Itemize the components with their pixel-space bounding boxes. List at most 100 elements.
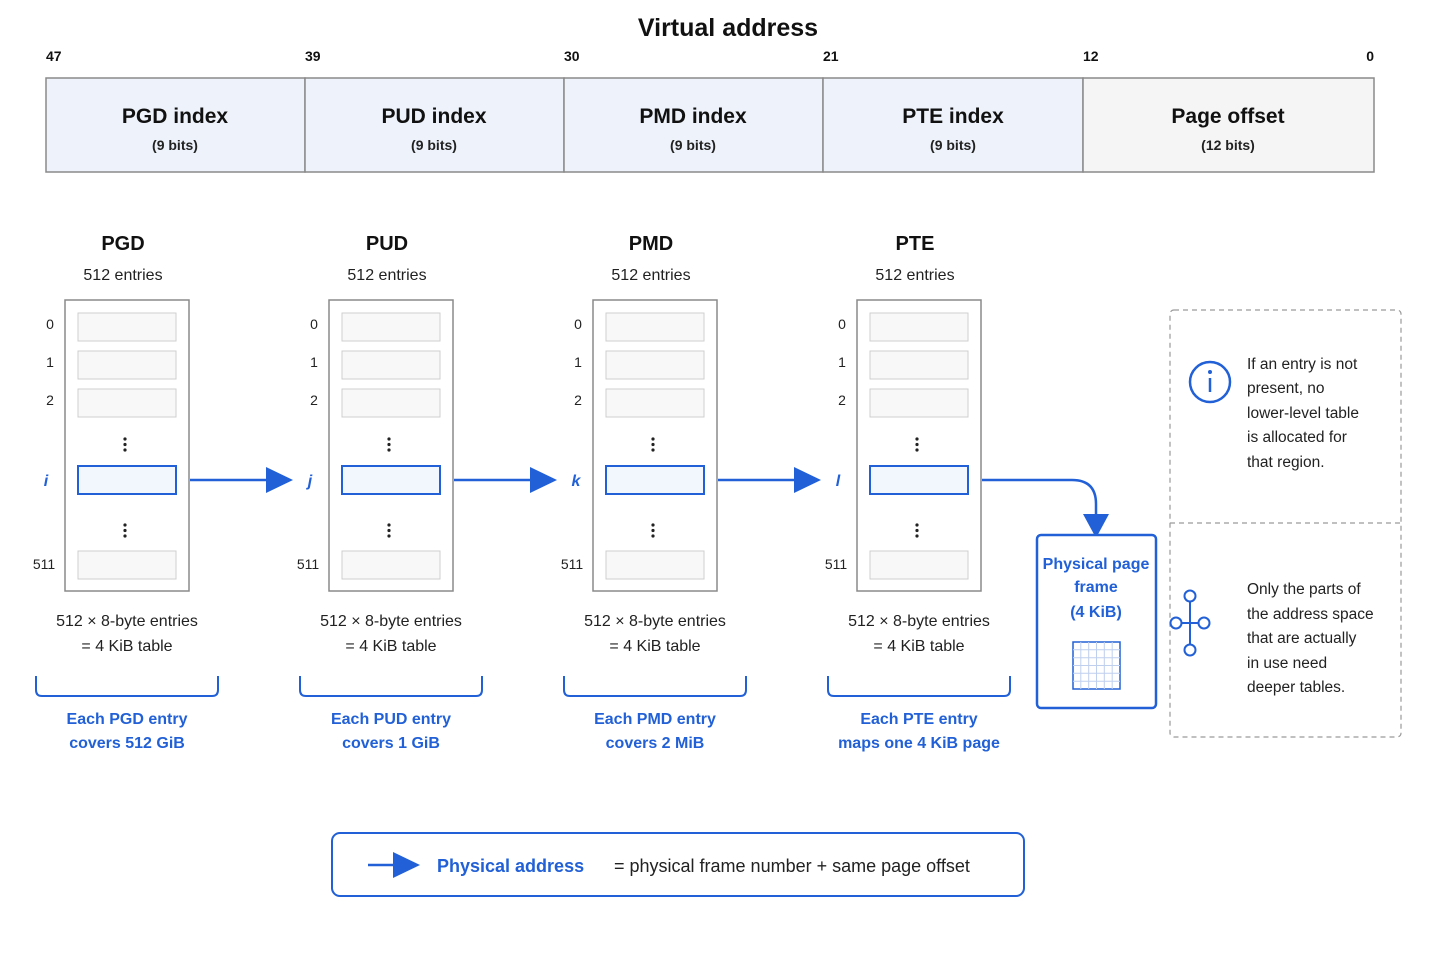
note-line: the address space (1247, 606, 1374, 623)
table-entry-slot (605, 550, 705, 580)
legend-text: = physical frame number + same page offs… (614, 856, 970, 876)
note-line: that region. (1247, 454, 1325, 471)
table-size-line: = 4 KiB table (873, 638, 964, 655)
note-line: present, no (1247, 380, 1325, 397)
table-entry-slot (605, 388, 705, 418)
arrow-pte-to-frame (982, 478, 1098, 516)
bit-position-label: 0 (1366, 48, 1374, 64)
table-entry-selected (869, 465, 969, 495)
field-pte-index (822, 77, 1084, 173)
table-entry-slot (341, 350, 441, 380)
table-entries: 512 entries (875, 267, 954, 284)
virtual-address-bar: PGD index (9 bits) PUD index (9 bits) PM… (45, 77, 1375, 173)
row-label: 2 (46, 392, 54, 408)
table-size-line: = 4 KiB table (609, 638, 700, 655)
page-grid-icon (1072, 641, 1121, 690)
row-label: 1 (310, 354, 318, 370)
table-frame (856, 299, 982, 592)
table-entry-slot (77, 350, 177, 380)
row-label: 0 (46, 316, 54, 332)
note-line: that are actually (1247, 630, 1357, 647)
table-pte: PTE 512 entries 0 1 2 l 511 512 × 8-byte… (825, 233, 1011, 752)
arrowhead-icon (794, 467, 821, 493)
table-size-line: 512 × 8-byte entries (56, 613, 198, 630)
bit-position-label: 30 (564, 48, 580, 64)
coverage-line: Each PUD entry (331, 711, 451, 728)
field-name: PTE index (902, 105, 1004, 128)
coverage-bracket (299, 676, 483, 697)
table-size-line: = 4 KiB table (345, 638, 436, 655)
vertical-ellipsis (387, 437, 391, 538)
table-size-line: 512 × 8-byte entries (584, 613, 726, 630)
row-label: 1 (574, 354, 582, 370)
bit-positions: 47 39 30 21 12 0 (46, 48, 1374, 64)
row-index-label: k (572, 473, 582, 490)
field-name: PMD index (639, 105, 747, 128)
table-entry-slot (605, 350, 705, 380)
table-pmd: PMD 512 entries 0 1 2 k 511 512 × 8-byte… (561, 233, 747, 752)
page-frame-label: frame (1074, 579, 1118, 596)
tree-icon (1169, 589, 1211, 657)
table-frame (64, 299, 190, 592)
row-label: 1 (46, 354, 54, 370)
note-line: lower-level table (1247, 405, 1359, 422)
arrowhead-icon (530, 467, 557, 493)
field-bits: (9 bits) (670, 137, 716, 153)
legend-box (331, 832, 1025, 897)
table-title: PTE (896, 233, 935, 255)
field-name: PUD index (381, 105, 486, 128)
table-size-line: 512 × 8-byte entries (320, 613, 462, 630)
row-label: 2 (574, 392, 582, 408)
info-icon (1188, 360, 1232, 404)
bit-position-label: 39 (305, 48, 321, 64)
table-entry-slot (605, 312, 705, 342)
walk-arrows (190, 467, 1109, 538)
legend: Physical address = physical frame number… (331, 832, 1025, 897)
table-entry-slot (77, 388, 177, 418)
table-entry-slot (341, 550, 441, 580)
bit-position-label: 47 (46, 48, 62, 64)
table-size-line: 512 × 8-byte entries (848, 613, 990, 630)
table-pud: PUD 512 entries 0 1 2 j 511 512 × 8-byte… (297, 233, 483, 752)
row-label: 0 (310, 316, 318, 332)
coverage-line: covers 1 GiB (342, 735, 440, 752)
notes-panel: If an entry is not present, no lower-lev… (1169, 309, 1402, 738)
coverage-line: covers 2 MiB (606, 735, 705, 752)
table-entry-slot (869, 312, 969, 342)
table-size-line: = 4 KiB table (81, 638, 172, 655)
field-pud-index (304, 77, 565, 173)
table-entries: 512 entries (83, 267, 162, 284)
arrowhead-icon (266, 467, 293, 493)
row-label: 511 (825, 556, 848, 572)
table-frame (328, 299, 454, 592)
field-pmd-index (563, 77, 824, 173)
table-pgd: PGD 512 entries 0 1 2 i 511 512 × 8-byte… (33, 233, 219, 752)
field-name: Page offset (1171, 105, 1284, 128)
row-index-label: l (836, 473, 841, 490)
table-frame (592, 299, 718, 592)
vertical-ellipsis (123, 437, 127, 538)
table-entry-slot (869, 550, 969, 580)
arrow-right-icon (393, 852, 420, 878)
row-label: 0 (574, 316, 582, 332)
bit-position-label: 12 (1083, 48, 1099, 64)
arrowhead-icon (1083, 514, 1109, 538)
field-pgd-index (45, 77, 306, 173)
field-bits: (9 bits) (411, 137, 457, 153)
legend-label: Physical address (437, 856, 584, 876)
row-index-label: j (306, 473, 313, 490)
page-frame-box (1035, 533, 1158, 710)
table-entry-slot (869, 388, 969, 418)
table-entry-slot (341, 388, 441, 418)
coverage-line: Each PGD entry (67, 711, 188, 728)
field-page-offset (1082, 77, 1375, 173)
row-label: 1 (838, 354, 846, 370)
table-title: PUD (366, 233, 408, 255)
row-label: 2 (310, 392, 318, 408)
table-entry-slot (869, 350, 969, 380)
row-index-label: i (44, 473, 49, 490)
note-line: deeper tables. (1247, 679, 1345, 696)
note-line: If an entry is not (1247, 356, 1358, 373)
row-label: 511 (297, 556, 320, 572)
